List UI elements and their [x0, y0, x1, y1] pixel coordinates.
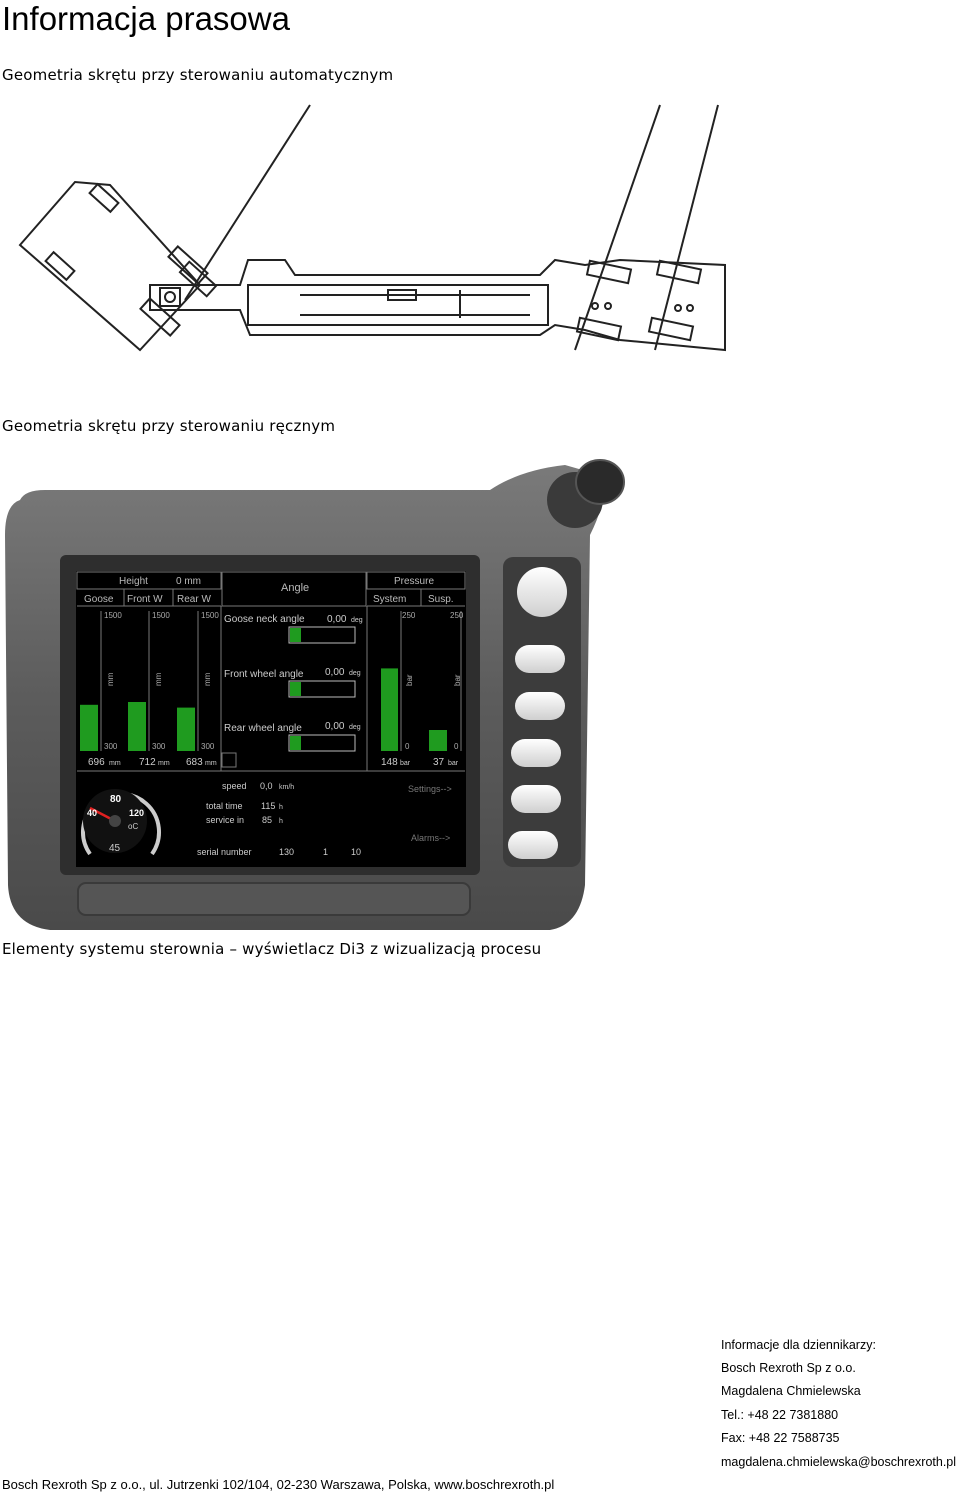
- rear-wheel-angle-value: 0,00: [325, 721, 345, 732]
- height-min-1: 300: [104, 742, 118, 751]
- speed-value: 0,0: [260, 781, 273, 791]
- serial-value-3: 10: [351, 847, 361, 857]
- serial-value-1: 130: [279, 847, 294, 857]
- height-unit-3: mm: [203, 672, 212, 686]
- device-soft-button-2[interactable]: [515, 692, 565, 720]
- pressure-unit-susp: bar: [453, 674, 462, 686]
- service-value: 85: [262, 815, 272, 825]
- height-max-2: 1500: [152, 611, 170, 620]
- device-soft-button-4[interactable]: [511, 785, 561, 813]
- serial-value-2: 1: [323, 847, 328, 857]
- gauge-value: 45: [109, 843, 121, 854]
- rear-wheel-angle-bar: [288, 734, 356, 752]
- height-min-3: 300: [201, 742, 215, 751]
- height-value-goose: 696: [88, 757, 105, 768]
- tab-goose[interactable]: Goose: [84, 594, 114, 605]
- contact-fax: Fax: +48 22 7588735: [721, 1431, 840, 1445]
- temperature-gauge: 80 40 120 oC 45: [81, 789, 161, 856]
- angle-label: Angle: [281, 582, 309, 594]
- gauge-tick-40: 40: [87, 808, 97, 818]
- pressure-unit-system-value: bar: [400, 760, 411, 767]
- speed-unit: km/h: [279, 784, 294, 791]
- goose-neck-angle-unit: deg: [351, 617, 363, 624]
- pressure-bar-susp: [429, 730, 447, 751]
- speed-label: speed: [222, 781, 247, 791]
- front-wheel-angle-unit: deg: [349, 670, 361, 677]
- tab-rear-wheel[interactable]: Rear W: [177, 594, 211, 605]
- gauge-tick-120: 120: [129, 808, 144, 818]
- goose-neck-angle-value: 0,00: [327, 614, 347, 625]
- contact-email[interactable]: magdalena.chmielewska@boschrexroth.pl: [721, 1455, 957, 1469]
- caption-system-elements: Elementy systemu sterownia – wyświetlacz…: [2, 940, 542, 958]
- height-value-rear: 683: [186, 757, 203, 768]
- vehicle-steering-drawing: [18, 104, 726, 352]
- device-soft-button-1[interactable]: [515, 645, 565, 673]
- device-soft-button-3[interactable]: [511, 739, 561, 767]
- height-bar-rear: [177, 707, 195, 751]
- pressure-unit-system: bar: [405, 674, 414, 686]
- height-label: Height: [119, 576, 148, 587]
- height-max-3: 1500: [201, 611, 219, 620]
- pressure-value-system: 148: [381, 757, 398, 768]
- height-value-front: 712: [139, 757, 156, 768]
- serial-number-label: serial number: [197, 847, 252, 857]
- tab-suspension[interactable]: Susp.: [428, 594, 454, 605]
- rear-wheel-angle-unit: deg: [349, 724, 361, 731]
- contact-heading: Informacje dla dziennikarzy:: [721, 1338, 876, 1352]
- height-value: 0 mm: [176, 576, 201, 587]
- pressure-max-susp: 250: [450, 611, 464, 620]
- pressure-min-system: 0: [405, 742, 410, 751]
- height-unit-front: mm: [158, 760, 170, 767]
- height-unit-rear: mm: [205, 760, 217, 767]
- total-time-label: total time: [206, 801, 243, 811]
- caption-manual-steering: Geometria skrętu przy sterowaniu ręcznym: [2, 417, 336, 435]
- pressure-unit-susp-value: bar: [448, 760, 459, 767]
- goose-neck-angle-bar: [288, 626, 356, 644]
- device-soft-button-5[interactable]: [508, 831, 558, 859]
- height-unit-goose: mm: [109, 760, 121, 767]
- pressure-value-susp: 37: [433, 757, 445, 768]
- service-unit: h: [279, 818, 283, 825]
- footer-address: Bosch Rexroth Sp z o.o., ul. Jutrzenki 1…: [2, 1477, 555, 1492]
- height-bar-goose: [80, 704, 98, 751]
- tab-system[interactable]: System: [373, 594, 406, 605]
- total-time-value: 115: [261, 801, 275, 811]
- height-max-1: 1500: [104, 611, 122, 620]
- height-bar-front: [128, 702, 146, 751]
- device-round-button[interactable]: [517, 567, 567, 617]
- front-wheel-angle-label: Front wheel angle: [224, 669, 304, 680]
- contact-person: Magdalena Chmielewska: [721, 1384, 861, 1398]
- pressure-bar-system: [381, 668, 398, 751]
- settings-link[interactable]: Settings-->: [408, 784, 452, 794]
- height-unit-2: mm: [154, 672, 163, 686]
- gauge-tick-80: 80: [110, 794, 122, 805]
- caption-automatic-steering: Geometria skrętu przy sterowaniu automat…: [2, 66, 394, 84]
- rear-wheel-angle-label: Rear wheel angle: [224, 723, 302, 734]
- pressure-max-system: 250: [402, 611, 416, 620]
- contact-phone: Tel.: +48 22 7381880: [721, 1408, 839, 1422]
- service-label: service in: [206, 815, 244, 825]
- tab-front-wheel[interactable]: Front W: [127, 594, 163, 605]
- di3-display-device: Height 0 mm Angle Pressure Goose Front W…: [5, 459, 625, 930]
- contact-company: Bosch Rexroth Sp z o.o.: [721, 1361, 856, 1375]
- page-title: Informacja prasowa: [2, 0, 290, 37]
- total-time-unit: h: [279, 804, 283, 811]
- gauge-unit: oC: [128, 822, 138, 831]
- pressure-label: Pressure: [394, 576, 434, 587]
- height-unit-1: mm: [106, 672, 115, 686]
- front-wheel-angle-value: 0,00: [325, 667, 345, 678]
- goose-neck-angle-label: Goose neck angle: [224, 614, 305, 625]
- front-wheel-angle-bar: [288, 680, 356, 698]
- pressure-min-susp: 0: [454, 742, 459, 751]
- alarms-link[interactable]: Alarms-->: [411, 833, 450, 843]
- height-min-2: 300: [152, 742, 166, 751]
